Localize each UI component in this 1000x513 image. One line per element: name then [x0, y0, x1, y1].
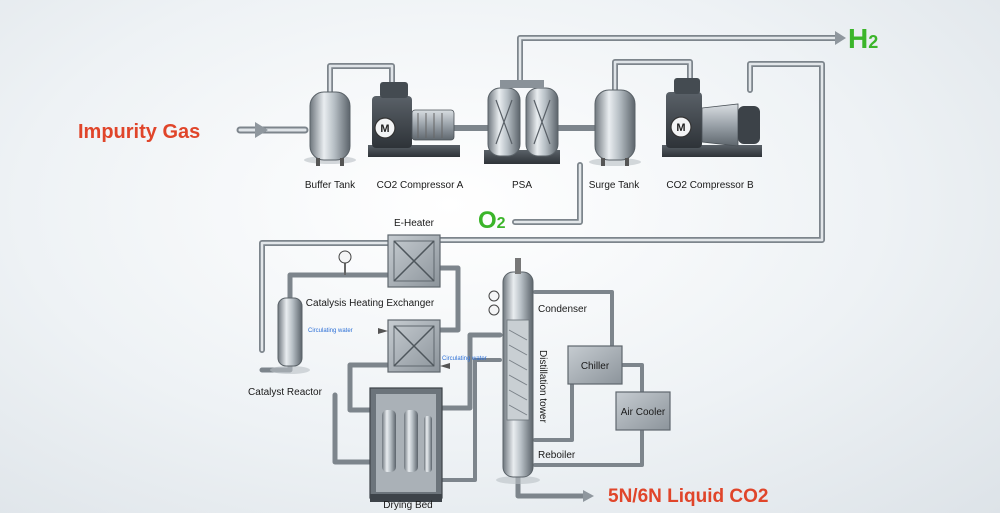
label-e-heater: E-Heater — [394, 218, 435, 229]
h2-main: H — [848, 23, 868, 54]
pipe-drying-bed-to-tower — [437, 332, 503, 411]
water-arrow-1 — [378, 328, 388, 334]
buffer-tank — [304, 91, 356, 166]
pipe-tower-to-condenser — [533, 290, 614, 350]
product-label: 5N/6N Liquid CO2 — [608, 486, 768, 507]
heat-exchanger — [387, 319, 441, 373]
label-air-cooler: Air Cooler — [621, 407, 666, 418]
chiller-unit — [567, 345, 623, 385]
label-distillation-tower: Distillation tower — [537, 350, 548, 423]
o2-inlet-pipe — [512, 162, 583, 225]
label-reboiler: Reboiler — [538, 450, 576, 461]
label-drying-bed: Drying Bed — [383, 500, 432, 511]
label-compressor-a: CO2 Compressor A — [377, 180, 464, 191]
pipe-chiller-to-tower — [533, 368, 574, 442]
air-cooler-unit — [615, 391, 671, 431]
circulating-water-label-1: Circulating water — [308, 328, 353, 334]
h2-label: H2 — [848, 23, 878, 54]
pipe-cooler-to-drying-bed — [347, 362, 393, 413]
catalyst-reactor — [270, 297, 310, 374]
o2-sub: 2 — [497, 215, 506, 232]
pipe-network — [236, 31, 846, 502]
pipe-exchanger-loop — [287, 272, 393, 303]
o2-main: O — [478, 207, 497, 234]
circulating-water-label-2: Circulating water — [442, 356, 487, 362]
impurity-gas-label: Impurity Gas — [78, 121, 200, 143]
pipe-bottom-loop — [332, 392, 375, 465]
distillation-tower — [488, 258, 540, 484]
motor-symbol-a — [374, 117, 396, 139]
label-catalyst-reactor: Catalyst Reactor — [248, 387, 323, 398]
label-condenser: Condenser — [538, 304, 588, 315]
label-compressor-b: CO2 Compressor B — [666, 180, 754, 191]
h2-arrow — [835, 31, 846, 45]
pressure-gauge — [338, 250, 352, 275]
water-arrow-2 — [440, 363, 450, 369]
pipe-chiller-to-air-cooler — [620, 363, 644, 397]
surge-tank — [589, 89, 641, 166]
label-psa: PSA — [512, 180, 532, 191]
label-chiller: Chiller — [581, 361, 610, 372]
e-heater — [387, 234, 441, 288]
motor-label-a: M — [380, 123, 389, 135]
compressor-a: M — [368, 82, 460, 157]
label-surge-tank: Surge Tank — [589, 180, 640, 191]
impurity-gas-arrow — [255, 122, 268, 138]
motor-label-b: M — [676, 122, 685, 134]
pipe-air-cooler-loop — [533, 426, 644, 467]
drying-bed — [369, 387, 443, 502]
label-catalysis-exchanger: Catalysis Heating Exchanger — [306, 298, 435, 309]
product-arrow — [583, 490, 594, 502]
motor-symbol-b — [670, 116, 692, 138]
compressor-b: M — [662, 78, 762, 157]
pipe-exchanger-out — [437, 265, 461, 333]
psa-unit — [484, 80, 560, 164]
o2-label: O2 — [478, 207, 506, 234]
pipe-drying-bottom — [438, 358, 502, 482]
label-buffer-tank: Buffer Tank — [305, 180, 356, 191]
h2-sub: 2 — [868, 32, 878, 52]
